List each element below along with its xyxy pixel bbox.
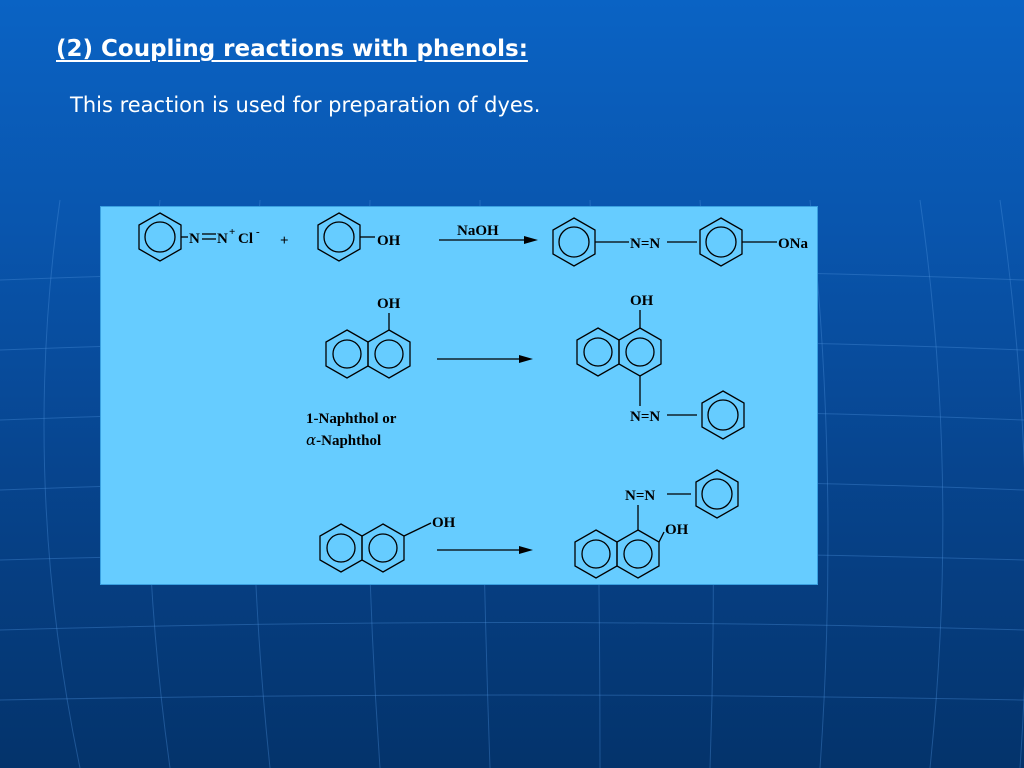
reagent-naoh: NaOH xyxy=(457,223,499,239)
benzene-ring-product-3 xyxy=(695,469,739,519)
naphthol-1-oh-label: OH xyxy=(377,296,401,312)
reaction-scheme-panel: N N + Cl - + OH NaOH N=N xyxy=(100,206,818,585)
diazonium-n1: N xyxy=(189,231,200,247)
benzene-ring-diazonium xyxy=(138,212,182,262)
bond-naphthol-2-oh xyxy=(403,522,432,537)
slide-title: (2) Coupling reactions with phenols: xyxy=(56,36,528,62)
naphthalene-product-3 xyxy=(574,529,660,579)
azo-group-3: N=N xyxy=(625,488,655,504)
sodium-phenoxide-group: ONa xyxy=(778,236,809,252)
bond-product-3-oh xyxy=(658,531,665,543)
reaction-arrow-3 xyxy=(437,546,533,554)
naphthol-2-oh-label: OH xyxy=(432,515,456,531)
benzene-ring-product-left xyxy=(552,217,596,267)
chloride-ion: Cl xyxy=(238,231,253,247)
product-3-oh-label: OH xyxy=(665,522,689,538)
benzene-ring-product-2 xyxy=(701,390,745,440)
phenol-oh-group: OH xyxy=(377,233,401,249)
naphthalene-product-2 xyxy=(576,327,662,377)
naphthol-name-line1: 1-Naphthol or xyxy=(306,411,397,427)
naphthalene-2-naphthol xyxy=(319,523,405,573)
reaction-arrow-2 xyxy=(437,355,533,363)
benzene-ring-product-right xyxy=(699,217,743,267)
product-2-oh-label: OH xyxy=(630,293,654,309)
azo-group-2: N=N xyxy=(630,409,660,425)
slide-subtitle: This reaction is used for preparation of… xyxy=(70,93,541,117)
naphthol-name-line2: α-Naphthol xyxy=(306,431,381,449)
plus-sign: + xyxy=(280,233,289,249)
chloride-minus-charge: - xyxy=(256,226,260,238)
diazonium-plus-charge: + xyxy=(229,226,235,238)
naphthalene-1-naphthol xyxy=(325,329,411,379)
reaction-scheme-drawing: N N + Cl - + OH NaOH N=N xyxy=(138,212,809,579)
benzene-ring-phenol xyxy=(317,212,361,262)
reaction-arrow-1 xyxy=(439,236,538,244)
diazonium-n2: N xyxy=(217,231,228,247)
azo-group-1: N=N xyxy=(630,236,660,252)
